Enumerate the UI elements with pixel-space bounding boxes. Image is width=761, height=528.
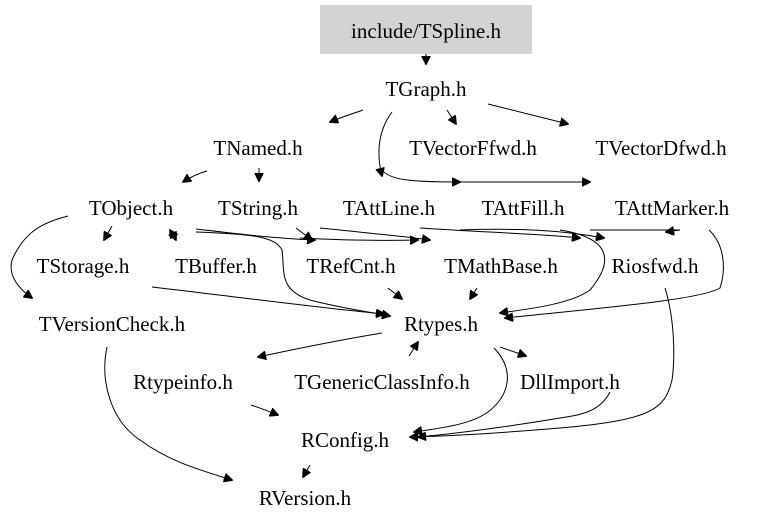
edge-tmathbase-rtypes (470, 287, 477, 299)
node-tnamed[interactable]: TNamed.h (213, 136, 303, 160)
nodes-layer: include/TSpline.h TGraph.h TNamed.h TVec… (37, 5, 730, 510)
edge-rconfig-rversion (303, 464, 310, 477)
node-tstring[interactable]: TString.h (218, 196, 298, 220)
node-tattfill[interactable]: TAttFill.h (482, 196, 565, 220)
node-tspline[interactable]: include/TSpline.h (351, 19, 501, 43)
edge-tstring-trefcnt (295, 227, 312, 240)
edge-tstorage-rtypes (151, 286, 384, 314)
edge-tobject-tversioncheck (10, 215, 69, 298)
edge-rtypes-dllimport (499, 346, 526, 356)
edge-rtypes-tgenericclassinfo (408, 342, 418, 357)
edge-rtypes-rconfig (414, 347, 508, 432)
edges-layer (10, 54, 724, 480)
node-rtypeinfo[interactable]: Rtypeinfo.h (133, 370, 233, 394)
edge-tnamed-tobject (183, 170, 208, 182)
edge-tattfill-rtypes (500, 229, 606, 313)
edge-tstring-tmathbase (299, 238, 418, 240)
node-riosfwd[interactable]: Riosfwd.h (612, 254, 699, 278)
node-rtypes[interactable]: Rtypes.h (404, 312, 479, 336)
edge-tversioncheck-rversion (104, 346, 232, 480)
node-tvectorffwd[interactable]: TVectorFfwd.h (409, 136, 537, 160)
edge-tobject-tstorage (104, 225, 113, 240)
node-rversion[interactable]: RVersion.h (259, 486, 352, 510)
edge-dllimport-rconfig (418, 391, 611, 437)
edge-tgraph-tattfill (381, 169, 460, 182)
edge-tgraph-tnamed (330, 109, 364, 122)
node-dllimport[interactable]: DllImport.h (520, 370, 620, 394)
node-tstorage[interactable]: TStorage.h (37, 254, 130, 278)
edge-riosfwd-rconfig (410, 287, 675, 437)
edge-rtypes-rtypeinfo (258, 332, 383, 357)
edge-tgraph-tvectordfwd (487, 103, 568, 124)
node-rconfig[interactable]: RConfig.h (301, 428, 390, 452)
node-tbuffer[interactable]: TBuffer.h (175, 254, 257, 278)
edge-trefcnt-rtypes (387, 287, 402, 299)
edge-tobject-rtypes (195, 231, 390, 316)
edge-tgraph-tvectorffwd (446, 109, 456, 124)
node-trefcnt[interactable]: TRefCnt.h (306, 254, 396, 278)
node-tattmarker[interactable]: TAttMarker.h (615, 196, 730, 220)
node-tmathbase[interactable]: TMathBase.h (444, 254, 558, 278)
node-tversioncheck[interactable]: TVersionCheck.h (39, 312, 186, 336)
edge-tobject-tmathbase (319, 227, 430, 240)
node-tvectordfwd[interactable]: TVectorDfwd.h (595, 136, 727, 160)
edge-tgraph-tattline (379, 111, 393, 176)
node-tattline[interactable]: TAttLine.h (343, 196, 436, 220)
edge-tattmarker-riosfwd (590, 230, 681, 232)
root-node-highlight (320, 5, 532, 54)
edge-tattmarker-rtypes (505, 229, 724, 318)
edge-rtypeinfo-rconfig (250, 404, 278, 415)
edge-tobject-trefcnt (195, 228, 315, 240)
node-tobject[interactable]: TObject.h (89, 196, 174, 220)
edge-tattline-riosfwd (419, 227, 580, 238)
edge-tstring-tobject (170, 230, 176, 241)
edge-tstring-riosfwd (459, 228, 604, 238)
node-tgraph[interactable]: TGraph.h (385, 77, 467, 101)
node-tgenericclassinfo[interactable]: TGenericClassInfo.h (294, 370, 470, 394)
